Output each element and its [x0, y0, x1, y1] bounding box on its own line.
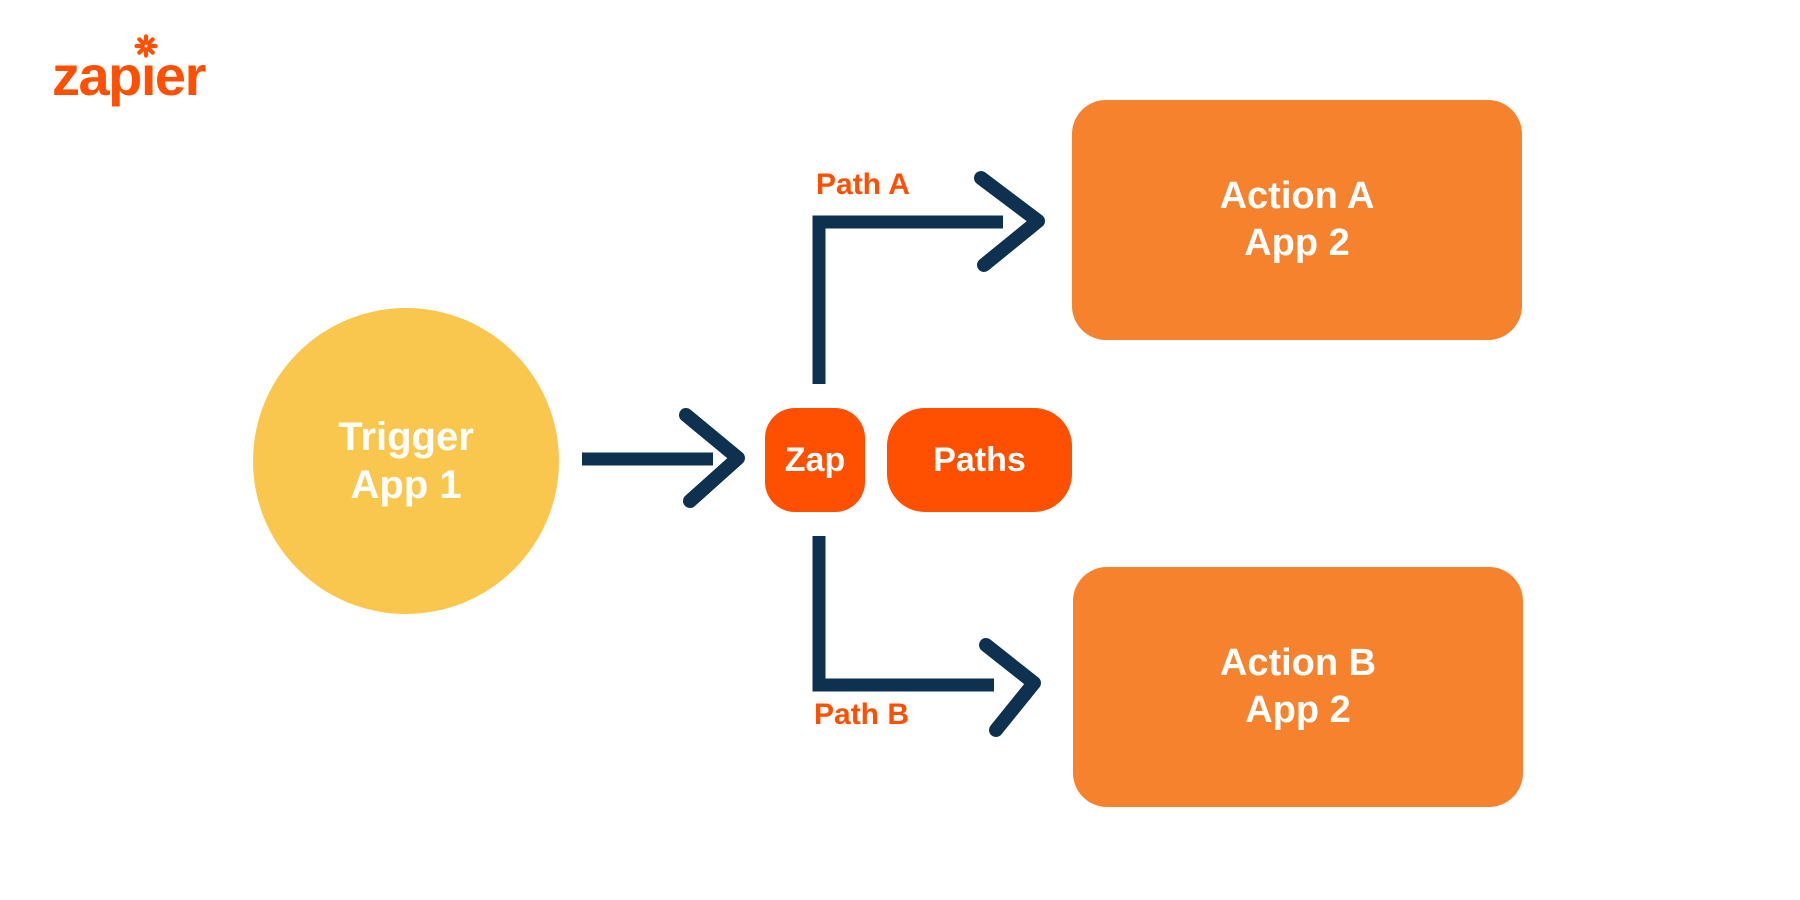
zapier-logo: zapıer [52, 34, 272, 114]
action-b-line1: Action B [1219, 641, 1377, 684]
path-b-arrow [812, 536, 1041, 737]
path-a-label: Path A [816, 168, 910, 201]
trigger-node-line2: App 1 [350, 463, 462, 507]
action-a-line2: App 2 [1244, 222, 1350, 264]
zap-node-label: Zap [784, 440, 846, 479]
zapier-logo-text: zapıer [52, 44, 206, 107]
action-b-line2: App 2 [1245, 689, 1351, 731]
zap-node: Zap [765, 408, 865, 512]
action-a-node: Action A App 2 [1072, 100, 1522, 340]
path-a-arrow [812, 171, 1045, 384]
zapier-asterisk-icon [134, 34, 158, 58]
action-a-line1: Action A [1219, 174, 1375, 217]
action-b-node: Action B App 2 [1073, 567, 1523, 807]
main-arrow [582, 408, 745, 508]
trigger-node: Trigger App 1 [253, 308, 559, 614]
trigger-node-line1: Trigger [338, 415, 474, 459]
paths-node: Paths [887, 408, 1072, 512]
paths-node-label: Paths [933, 440, 1026, 479]
path-b-label: Path B [814, 698, 910, 731]
